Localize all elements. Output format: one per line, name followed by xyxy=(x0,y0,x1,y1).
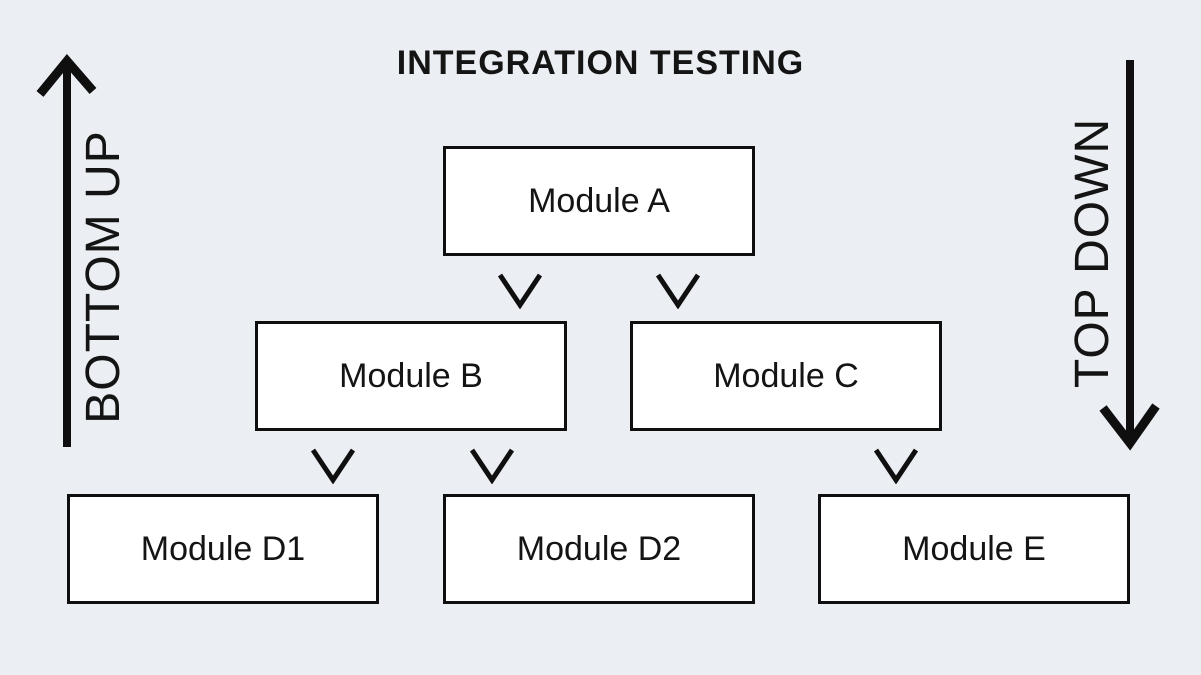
module-b-box: Module B xyxy=(255,321,567,431)
diagram-title: INTEGRATION TESTING xyxy=(396,44,805,82)
chevron-down-icon xyxy=(311,448,355,484)
top-down-arrow-icon xyxy=(1099,60,1160,451)
module-e-box: Module E xyxy=(818,494,1130,604)
chevron-down-icon xyxy=(656,273,700,309)
chevron-down-icon xyxy=(470,448,514,484)
chevron-down-icon xyxy=(874,448,918,484)
top-down-label: TOP DOWN xyxy=(1066,117,1119,389)
bottom-up-arrow-icon xyxy=(36,54,97,447)
bottom-up-label: BOTTOM UP xyxy=(77,130,130,424)
module-d2-box: Module D2 xyxy=(443,494,755,604)
module-c-box: Module C xyxy=(630,321,942,431)
chevron-down-icon xyxy=(498,273,542,309)
module-a-box: Module A xyxy=(443,146,755,256)
module-d1-box: Module D1 xyxy=(67,494,379,604)
